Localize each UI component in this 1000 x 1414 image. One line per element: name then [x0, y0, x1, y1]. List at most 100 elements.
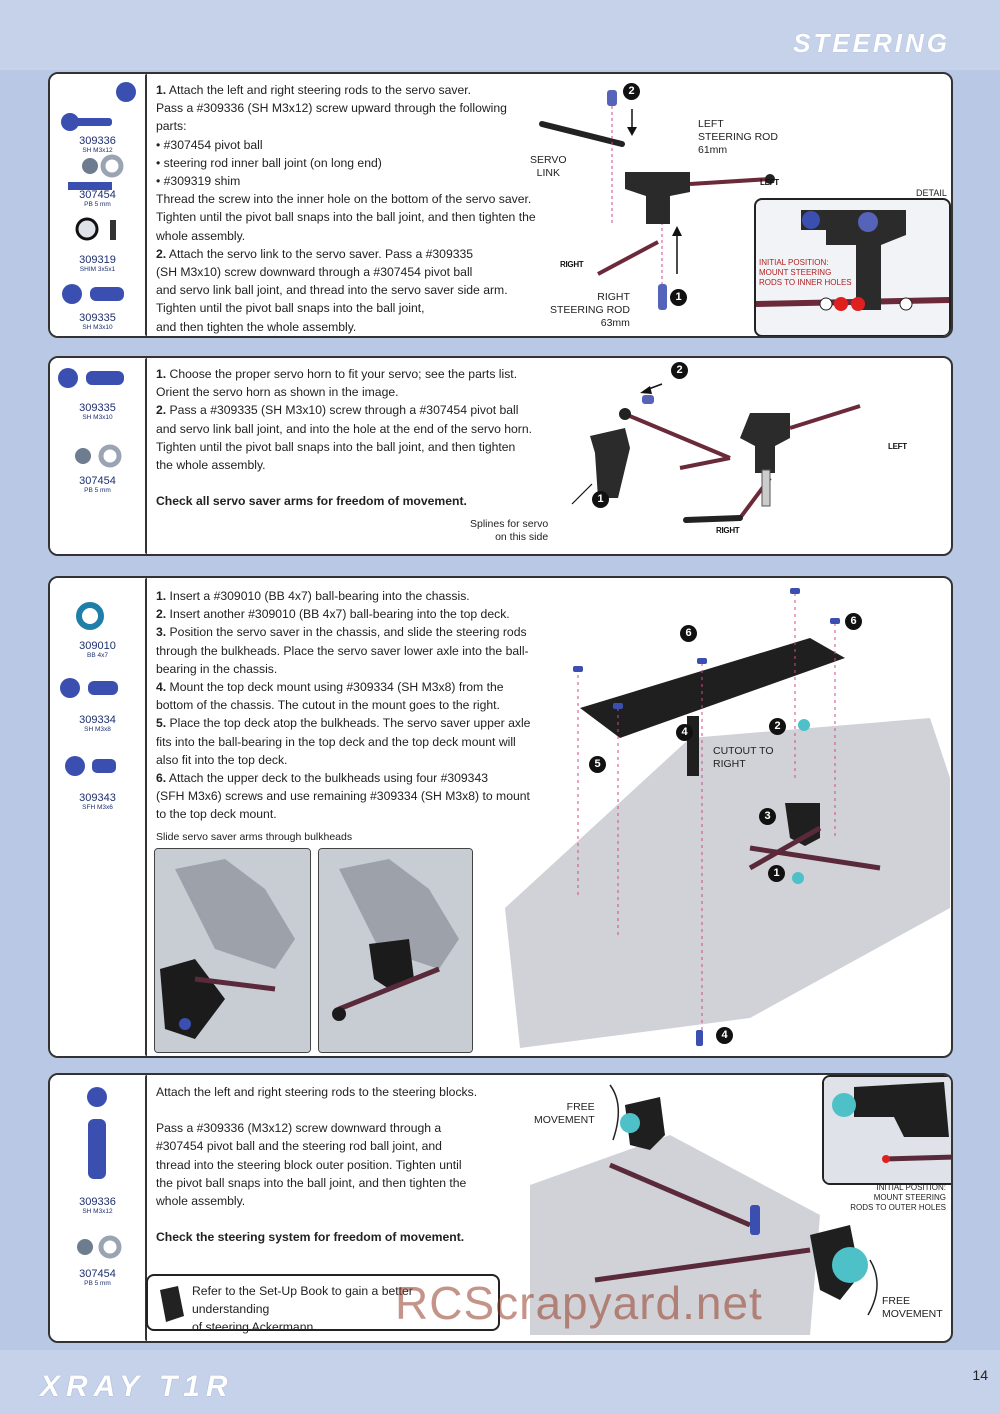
line: Attach the left and right steering rods …	[156, 1085, 478, 1099]
free-movement-label-2: FREE MOVEMENT	[882, 1295, 943, 1320]
detail-label: DETAIL	[916, 188, 947, 198]
screw-head-icon	[60, 678, 80, 698]
right-tag: RIGHT	[560, 260, 584, 269]
line: Tighten until the pivot ball snaps into …	[156, 301, 425, 316]
servo-link-rod	[624, 412, 731, 460]
servo-saver	[625, 172, 690, 224]
servo-link	[539, 121, 625, 147]
photo-caption: Slide servo saver arms through bulkheads	[156, 831, 353, 843]
line: parts:	[156, 119, 187, 134]
screw-head-icon-2	[62, 284, 82, 304]
line: 2. Insert another #309010 (BB 4x7) ball-…	[156, 607, 510, 622]
screw-head-side-icon	[61, 113, 79, 131]
photo-2-drawing	[319, 849, 472, 1052]
initial-position-note: INITIAL POSITION: MOUNT STEERING RODS TO…	[759, 258, 852, 287]
left-rod	[789, 404, 861, 430]
line: the pivot ball snaps into the ball joint…	[156, 1175, 467, 1190]
page-title: STEERING	[793, 28, 950, 58]
book-icon	[160, 1286, 184, 1322]
right-rod	[683, 515, 743, 523]
line: bottom of the chassis. The cutout in the…	[156, 698, 500, 713]
ball-bearing-icon	[76, 602, 104, 630]
divider	[145, 1075, 147, 1341]
parts-icons	[60, 602, 118, 776]
right-rod-label: RIGHT STEERING ROD 63mm	[550, 291, 630, 329]
top-band	[0, 0, 1000, 70]
pivot-ball-icon	[77, 1239, 93, 1255]
callout-6b: 6	[845, 613, 862, 630]
pivot-ball-ring-icon	[98, 444, 122, 468]
divider	[145, 74, 147, 336]
flat-screw-shaft-icon	[92, 759, 116, 773]
splines-label: Splines for servo on this side	[470, 518, 549, 543]
parts-icons	[77, 1087, 122, 1259]
setup-book-note: Refer to the Set-Up Book to gain a bette…	[146, 1274, 500, 1334]
servo-horn	[590, 428, 630, 498]
line: Orient the servo horn as shown in the im…	[156, 385, 399, 400]
step-1-diagram	[539, 90, 775, 310]
photo-1-drawing	[155, 849, 310, 1052]
line: Tighten until the pivot ball snaps into …	[156, 210, 536, 225]
line: whole assembly.	[156, 228, 246, 243]
line: 2. Pass a #309335 (SH M3x10) screw throu…	[156, 403, 519, 418]
check-note: Check the steering system for freedom of…	[156, 1230, 465, 1245]
step-4-instructions: Attach the left and right steering rods …	[156, 1083, 516, 1246]
servo-saver	[740, 413, 790, 473]
screw-shaft-icon-2	[90, 287, 124, 301]
line: and then tighten the whole assembly.	[156, 319, 357, 334]
shim-side-icon	[110, 220, 116, 240]
line: (SH M3x10) screw downward through a #307…	[156, 265, 473, 280]
watermark: RCScrapyard.net	[395, 1277, 763, 1329]
line: Thread the screw into the inner hole on …	[156, 192, 532, 207]
line: also fit into the top deck.	[156, 752, 288, 767]
pivot-ball-ring-icon	[98, 1235, 122, 1259]
screw-head-icon	[87, 1087, 107, 1107]
screw-shaft-icon	[86, 371, 124, 385]
cutout-label: CUTOUT TO RIGHT	[713, 745, 774, 770]
line: #307454 pivot ball and the steering rod …	[156, 1139, 442, 1154]
left-rod-label: LEFT STEERING ROD 61mm	[698, 118, 778, 156]
callout-1: 1	[592, 491, 609, 508]
screw-head-icon	[58, 368, 78, 388]
line: Pass a #309336 (SH M3x12) screw upward t…	[156, 101, 507, 116]
line: fits into the ball-bearing in the top de…	[156, 734, 516, 749]
line: and servo link ball joint, and thread in…	[156, 283, 508, 298]
line: Tighten until the pivot ball snaps into …	[156, 439, 516, 454]
screw-head-icon	[116, 82, 136, 102]
right-steering-rod	[597, 240, 659, 276]
shim-icon	[75, 217, 99, 241]
detail-drawing	[756, 210, 949, 311]
callout-1: 1	[670, 289, 687, 306]
step-2-instructions: 1. Choose the proper servo horn to fit y…	[156, 365, 556, 510]
callout-2: 2	[769, 718, 786, 735]
line: 6. Attach the upper deck to the bulkhead…	[156, 771, 489, 786]
line: • steering rod inner ball joint (on long…	[156, 155, 382, 170]
screw-icon	[68, 182, 112, 190]
top-deck	[580, 638, 845, 738]
callout-4a: 4	[676, 724, 693, 741]
line: 4. Mount the top deck mount using #30933…	[156, 680, 504, 695]
screw-shaft-icon	[88, 1119, 106, 1179]
servo-link-label: SERVO LINK	[530, 154, 567, 179]
line: 1. Attach the left and right steering ro…	[156, 83, 472, 97]
pivot-ball-icon	[75, 448, 91, 464]
step-4-diagram	[530, 1084, 878, 1335]
callout-2: 2	[671, 362, 688, 379]
line: to the top deck mount.	[156, 807, 277, 822]
callout-4b: 4	[716, 1027, 733, 1044]
callout-2: 2	[623, 83, 640, 100]
line: through the bulkheads. Place the servo s…	[156, 643, 529, 658]
left-tag: LEFT	[888, 442, 907, 451]
step-1-instructions: 1. Attach the left and right steering ro…	[156, 81, 556, 336]
